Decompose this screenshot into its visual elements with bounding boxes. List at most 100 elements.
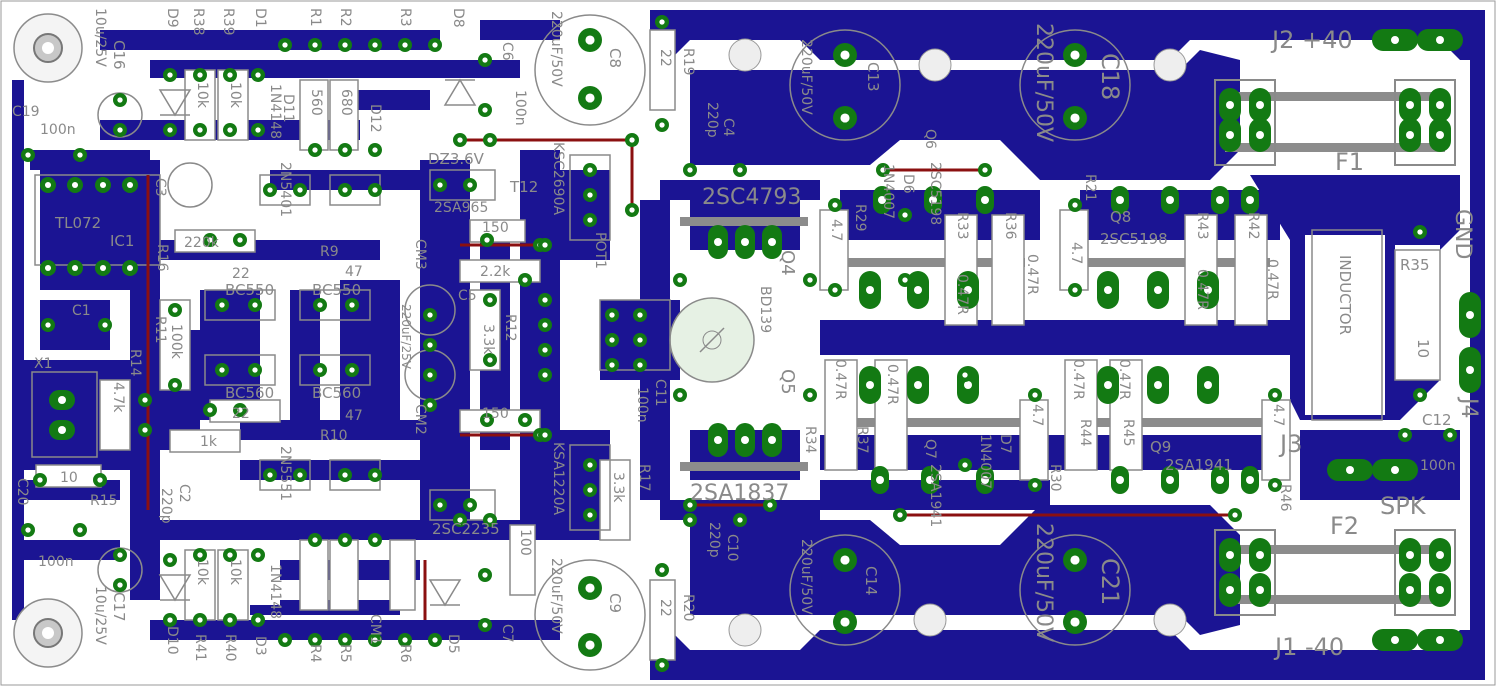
pad-hole	[482, 57, 488, 63]
pad-hole	[37, 477, 43, 483]
pad-hole	[840, 555, 850, 565]
pad-hole	[197, 552, 203, 558]
pad-hole	[981, 196, 989, 204]
label-r37-val: 0.47R	[832, 359, 848, 400]
label-v560a: 560	[308, 89, 324, 116]
pad-hole	[926, 476, 934, 484]
label-r33-val: 0.47R	[954, 274, 970, 315]
pad-hole	[832, 287, 838, 293]
pad-hole	[677, 392, 683, 398]
pad-hole	[741, 436, 749, 444]
diode-glyphs	[158, 78, 477, 607]
label-q8: Q8	[1110, 208, 1131, 226]
pad-hole	[714, 238, 722, 246]
pad-hole	[237, 237, 243, 243]
label-cm3: CM3	[412, 239, 428, 270]
label-d7-type: 1N4007	[977, 434, 993, 489]
label-q9: Q9	[1150, 438, 1171, 456]
label-r39-val: 10k	[227, 82, 243, 109]
pad-hole	[609, 312, 615, 318]
pad-hole	[349, 302, 355, 308]
pad-hole	[437, 502, 443, 508]
label-v22b: 22	[232, 406, 250, 422]
pad-hole	[372, 187, 378, 193]
pad-hole	[585, 35, 595, 45]
pad-hole	[876, 476, 884, 484]
label-c14-val: 220uF/50V	[798, 539, 814, 615]
pad-hole	[1232, 512, 1238, 518]
pad-hole	[542, 432, 548, 438]
label-q6-type: 2SC5198	[927, 162, 943, 225]
label-x1: X1	[34, 356, 53, 372]
pad-hole	[267, 472, 273, 478]
label-c6: C6	[499, 42, 515, 61]
pad-hole	[1246, 196, 1254, 204]
pad-hole	[1406, 101, 1414, 109]
pad-hole	[1256, 551, 1264, 559]
label-r42-val: 0.47R	[1264, 259, 1280, 300]
pad-hole	[637, 362, 643, 368]
pad-hole	[267, 187, 273, 193]
label-r36: R36	[1002, 212, 1018, 240]
label-r17-val: 3.3k	[610, 472, 626, 503]
pad-hole	[840, 113, 850, 123]
pad-hole	[77, 152, 83, 158]
pad-hole	[197, 72, 203, 78]
pad-hole	[902, 277, 908, 283]
pad-hole	[432, 637, 438, 643]
label-d1: D1	[252, 8, 268, 28]
pad-hole	[807, 277, 813, 283]
label-r3: R3	[397, 8, 413, 27]
pad-hole	[1104, 286, 1112, 294]
pad-hole	[44, 181, 52, 189]
label-d10: D10	[164, 626, 180, 655]
pad-hole	[659, 122, 665, 128]
pad-hole	[587, 192, 593, 198]
pad-hole	[741, 238, 749, 246]
label-c19-val: 100n	[40, 122, 76, 138]
pad-hole	[255, 617, 261, 623]
pad-hole	[467, 502, 473, 508]
pad-hole	[487, 357, 493, 363]
pad-hole	[659, 19, 665, 25]
pad-hole	[312, 42, 318, 48]
label-r40-val: 10k	[227, 559, 243, 586]
pad-hole	[677, 277, 683, 283]
pad-hole	[312, 637, 318, 643]
label-j3: J3	[1278, 430, 1302, 458]
label-r41-val: 10k	[194, 559, 210, 586]
label-d3: D3	[252, 636, 268, 656]
pad-hole	[1466, 311, 1474, 319]
pad-hole	[71, 181, 79, 189]
label-bc560a: BC560	[225, 384, 274, 402]
pad-hole	[897, 512, 903, 518]
label-j1: J1 -40	[1273, 633, 1344, 661]
pad-hole	[126, 264, 134, 272]
pad-hole	[1417, 229, 1423, 235]
pad-hole	[1391, 36, 1399, 44]
pad-hole	[167, 72, 173, 78]
pad-hole	[687, 502, 693, 508]
fuse-f1-outline	[1214, 79, 1276, 166]
label-r11: R11	[152, 316, 168, 344]
pad-hole	[1406, 586, 1414, 594]
pad-hole	[372, 147, 378, 153]
fuse-holders	[1214, 79, 1456, 616]
label-r44: R44	[1077, 419, 1093, 447]
label-c6-val: 100n	[512, 90, 528, 126]
pad-hole	[252, 302, 258, 308]
pad-hole	[437, 182, 443, 188]
silkscreen-labels: J2 +40 J1 -40 F1 F2 SPK J3 J4 GND INDUCT…	[12, 8, 1481, 663]
pad-hole	[964, 381, 972, 389]
pad-hole	[1104, 381, 1112, 389]
pad-hole	[914, 381, 922, 389]
pad-hole	[482, 107, 488, 113]
pad-hole	[197, 127, 203, 133]
pad-hole	[117, 552, 123, 558]
label-r46-val: 4.7	[1270, 404, 1286, 426]
pad-hole	[1032, 482, 1038, 488]
label-c7: C7	[499, 624, 515, 643]
label-cm2: CM2	[412, 404, 428, 435]
pad-hole	[432, 42, 438, 48]
pad-hole	[629, 137, 635, 143]
